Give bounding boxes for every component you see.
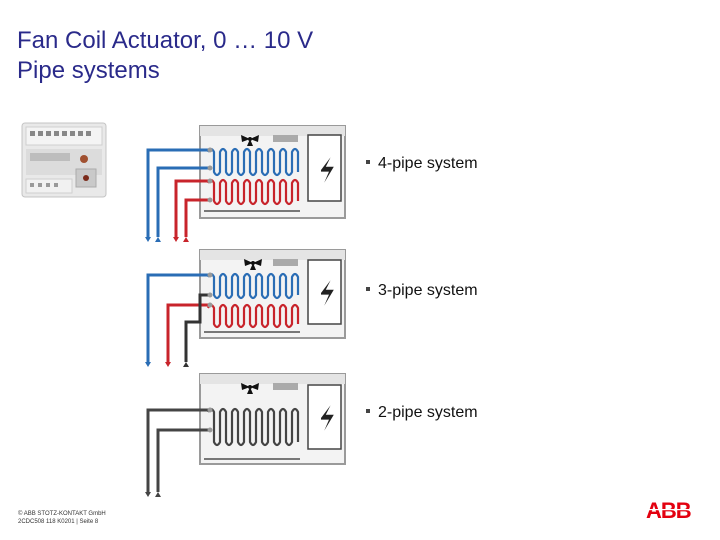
fan-icon [241,135,259,146]
fan-icon [241,383,259,394]
footer-line-1: © ABB STOTZ-KONTAKT GmbH [18,511,106,517]
system-label-2-pipe: 2-pipe system [366,404,478,422]
unit-2-pipe [145,373,346,497]
unit-4-pipe [145,125,346,242]
slide-title: Fan Coil Actuator, 0 … 10 V Pipe systems [17,26,313,86]
bullet-icon [366,408,370,413]
bullet-icon [366,286,370,291]
footer-line-2: 2CDC508 118 K0201 | Seite 8 [18,519,99,525]
title-line-2: Pipe systems [17,57,160,84]
bullet-icon [366,159,370,164]
footer-copyright: © ABB STOTZ-KONTAKT GmbH 2CDC508 118 K02… [18,510,106,526]
actuator-device-image [21,122,107,198]
fan-icon [244,259,262,270]
abb-logo: ABB [646,499,698,521]
unit-3-pipe [145,249,346,367]
system-label-3-pipe: 3-pipe system [366,282,478,300]
title-line-1: Fan Coil Actuator, 0 … 10 V [17,27,314,54]
system-label-4-pipe: 4-pipe system [366,155,478,173]
